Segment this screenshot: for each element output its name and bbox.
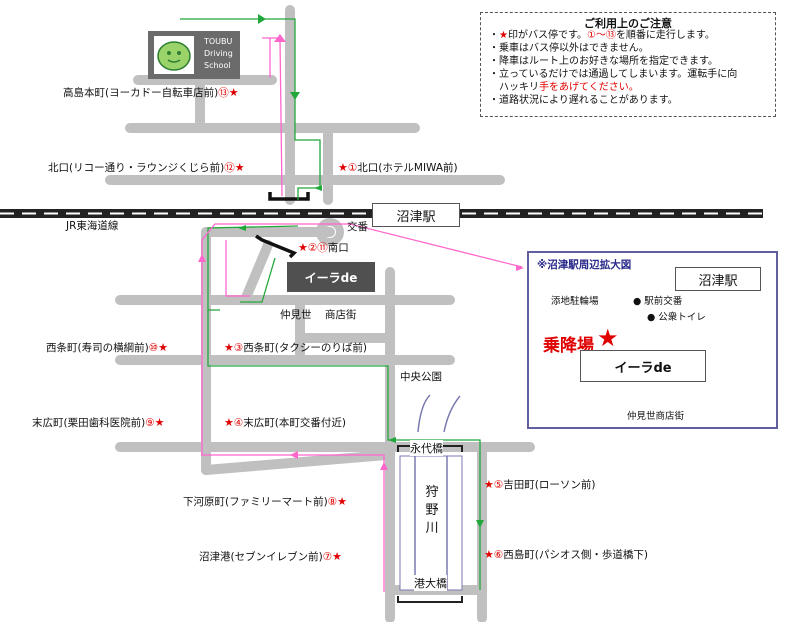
notice-line-1: ・★印がバス停です。①～⑬を順番に走行します。 xyxy=(489,30,715,41)
star-icon: ★ xyxy=(338,161,348,174)
star-icon: ★ xyxy=(224,416,234,429)
koban-label: 交番 xyxy=(347,221,368,233)
inset-parking-label: 添地駐輪場 xyxy=(551,296,599,307)
star-icon: ★ xyxy=(298,241,308,254)
inset-nakamise-label: 仲見世商店街 xyxy=(627,411,685,422)
river-curve-1 xyxy=(417,394,431,433)
notice-line-6: ・道路状況により遅れることがあります。 xyxy=(489,95,678,106)
notice-line-3: ・降車はルート上のお好きな場所を指定できます。 xyxy=(489,56,718,67)
inset-boarding-star-icon: ★ xyxy=(597,324,619,352)
bus-stop-4[interactable]: ★④末広町(本町交番付近) xyxy=(224,416,346,429)
star-icon: ★ xyxy=(224,341,234,354)
star-icon: ★ xyxy=(332,550,342,563)
railway-label: JR東海道線 xyxy=(66,220,119,232)
bus-stop-2-11[interactable]: ★②⑪南口 xyxy=(298,241,349,254)
star-icon: ★ xyxy=(484,478,494,491)
notice-title: ご利用上のご注意 xyxy=(584,17,672,30)
star-icon: ★ xyxy=(337,495,347,508)
bus-stop-6[interactable]: ★⑥西島町(パシオス側・歩道橋下) xyxy=(484,548,648,561)
irade-building: イーラde xyxy=(287,262,375,292)
kano-river xyxy=(399,455,463,591)
inset-irade-building: イーラde xyxy=(580,350,706,382)
route-arrows-pink xyxy=(198,34,524,470)
inset-station-box: 沼津駅 xyxy=(675,267,761,291)
bus-stop-mark-north xyxy=(268,192,310,201)
bus-stop-9[interactable]: 末広町(栗田歯科医院前)⑨★ xyxy=(32,416,165,429)
star-icon: ★ xyxy=(154,416,165,429)
star-icon: ★ xyxy=(234,161,245,174)
bus-stop-3[interactable]: ★③西条町(タクシーのりば前) xyxy=(224,341,367,354)
bridge-minato-mark xyxy=(397,596,463,603)
road-station-diagonal xyxy=(240,240,273,305)
station-inset-map: ※沼津駅周辺拡大図 沼津駅 添地駐輪場 ● 駅前交番 ● 公衆トイレ 乗降場 ★… xyxy=(527,251,778,429)
bus-stop-5[interactable]: ★⑤吉田町(ローソン前) xyxy=(484,478,596,491)
bus-stop-8[interactable]: 下河原町(ファミリーマート前)⑧★ xyxy=(183,495,347,508)
bus-stop-12[interactable]: 北口(リコー通り・ラウンジくじら前)⑫★ xyxy=(48,161,245,174)
star-icon: ★ xyxy=(158,341,168,354)
school-name-line1: TOUBU xyxy=(204,37,233,46)
star-icon: ★ xyxy=(484,548,494,561)
bus-stop-7[interactable]: 沼津港(セブンイレブン前)⑦★ xyxy=(199,550,342,563)
driving-school-sign: TOUBU Driving School xyxy=(148,31,240,79)
bus-stop-mark-south xyxy=(255,234,298,259)
route-outbound xyxy=(180,18,481,590)
notice-line-2: ・乗車はバス停以外はできません。 xyxy=(489,43,649,54)
eidai-bridge-label: 永代橋 xyxy=(410,440,443,456)
bus-stop-1[interactable]: ★①北口(ホテルMIWA前) xyxy=(338,161,458,174)
star-icon: ★ xyxy=(228,86,239,99)
kano-river-label: 狩野川 xyxy=(425,485,439,536)
central-park-label: 中央公園 xyxy=(400,371,442,383)
inset-title: ※沼津駅周辺拡大図 xyxy=(537,259,632,271)
station-roundabout xyxy=(316,218,344,246)
nakamise-label-b: 商店街 xyxy=(325,309,357,321)
route-arrows-green xyxy=(238,14,484,528)
bus-stop-10[interactable]: 西条町(寿司の横綱前)⑩★ xyxy=(46,341,168,354)
school-name-line2: Driving xyxy=(204,49,233,58)
usage-notice: ご利用上のご注意 ・★印がバス停です。①～⑬を順番に走行します。 ・乗車はバス停… xyxy=(480,12,776,117)
notice-line-5: ハッキリ手をあげてください。 xyxy=(489,82,639,93)
bus-stop-13[interactable]: 高島本町(ヨーカドー自転車店前)⑬★ xyxy=(63,86,239,99)
inset-koban-label: ● 駅前交番 xyxy=(633,296,683,307)
nakamise-label-a: 仲見世 xyxy=(280,309,312,321)
roads xyxy=(105,5,535,622)
river-curve-2 xyxy=(443,395,461,433)
school-logo-icon xyxy=(154,36,194,74)
notice-line-4: ・立っているだけでは通過してしまいます。運転手に向 xyxy=(489,69,738,80)
road-diagonal-sw xyxy=(201,450,392,475)
numazu-station-box: 沼津駅 xyxy=(372,203,460,227)
school-name-line3: School xyxy=(204,61,231,70)
minato-bridge-label: 港大橋 xyxy=(414,575,447,591)
inset-toilet-label: ● 公衆トイレ xyxy=(647,312,706,323)
